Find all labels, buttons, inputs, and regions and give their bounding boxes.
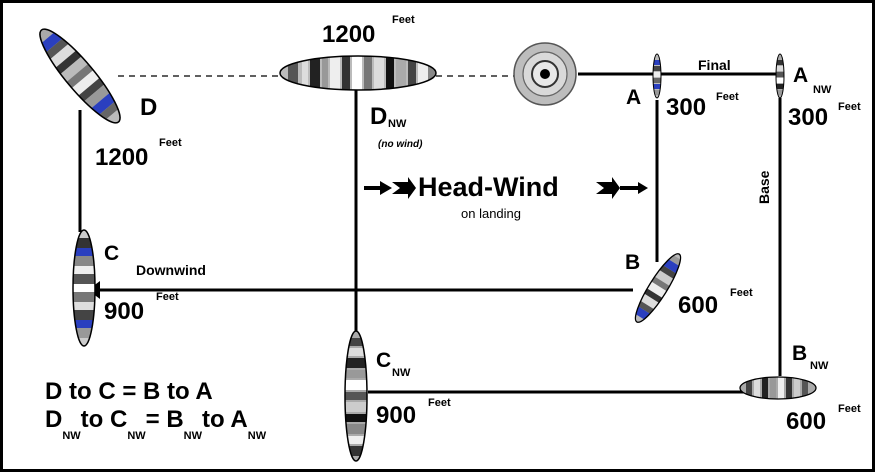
canopy-bnw-icon [739, 376, 817, 400]
wind-arrow-icon [596, 177, 620, 199]
canopy-b-icon [629, 249, 687, 327]
label-d: D [140, 94, 158, 121]
head-wind-arrows [364, 177, 648, 199]
final-label: Final [698, 57, 731, 73]
wind-arrow-icon [392, 177, 416, 199]
no-wind-note: (no wind) [378, 139, 423, 150]
wind-arrow-icon [364, 181, 392, 195]
canopy-dnw-icon [279, 55, 437, 91]
canopy-cnw-icon [344, 330, 368, 462]
base-label: Base [756, 170, 772, 204]
equation-2: DNWto CNW= BNWto ANW [45, 406, 267, 442]
wind-arrow-icon [620, 182, 648, 194]
on-landing-label: on landing [461, 206, 521, 221]
landing-target-icon [513, 42, 577, 106]
label-c: C [104, 242, 120, 265]
canopy-c-icon [72, 229, 96, 347]
equation-1: D to C = B to A [45, 378, 213, 405]
head-wind-title: Head-Wind [418, 172, 559, 202]
downwind-label: Downwind [136, 262, 206, 278]
canopy-anw-icon [775, 53, 785, 99]
pattern-lines [78, 72, 782, 394]
label-b: B [625, 251, 641, 274]
canopy-a-icon [652, 53, 662, 99]
label-a: A [626, 86, 642, 109]
